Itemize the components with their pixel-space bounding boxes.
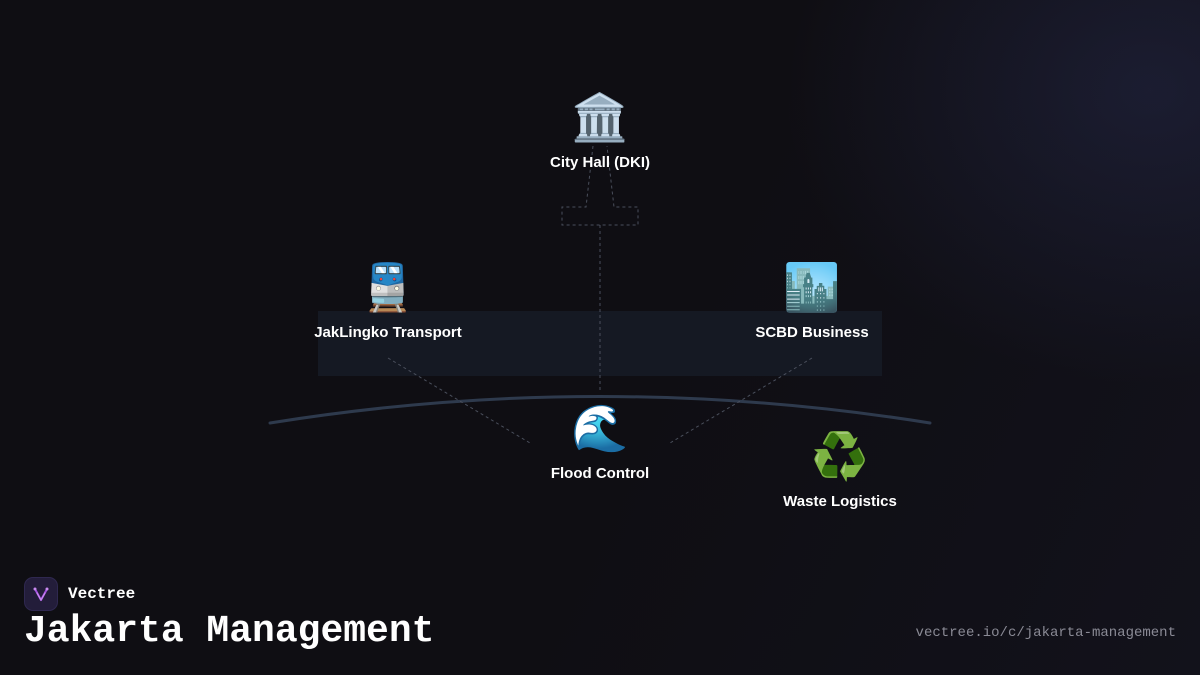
classical-building-icon: 🏛️ [571,90,629,144]
node-city-hall[interactable]: 🏛️ City Hall (DKI) [490,88,710,171]
node-label: Waste Logistics [783,493,897,510]
node-flood[interactable]: 🌊 Flood Control [490,399,710,482]
page-title: Jakarta Management [24,610,435,653]
node-label: City Hall (DKI) [549,154,650,171]
node-transport[interactable]: 🚆 JakLingko Transport [278,258,498,341]
link-city-hall-hub [561,145,639,226]
node-label: SCBD Business [755,324,869,341]
water-wave-icon: 🌊 [571,401,629,455]
cityscape-icon: 🏙️ [783,260,841,314]
train-icon: 🚆 [359,260,417,314]
brand-name: Vectree [68,585,136,603]
recycling-icon: ♻️ [811,429,869,483]
node-label: JakLingko Transport [314,324,462,341]
vectree-logo-icon [24,577,58,611]
node-waste[interactable]: ♻️ Waste Logistics [730,427,950,510]
node-business[interactable]: 🏙️ SCBD Business [702,258,922,341]
brand: Vectree [24,577,135,611]
ground-arc [268,395,932,425]
page-url[interactable]: vectree.io/c/jakarta-management [915,625,1176,641]
node-label: Flood Control [550,465,650,482]
